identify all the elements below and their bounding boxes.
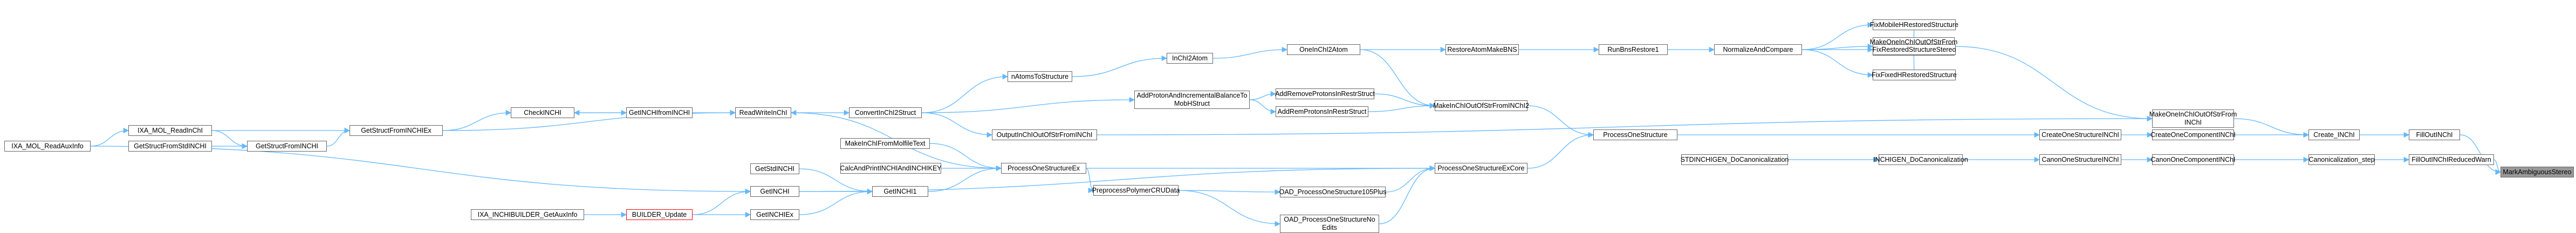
graph-node-markambiguousstereo[interactable]: MarkAmbiguousStereo xyxy=(2500,167,2574,177)
graph-edge xyxy=(1178,190,1281,227)
graph-node-oad_processonestructure105plus[interactable]: OAD_ProcessOneStructure105Plus xyxy=(1279,187,1386,197)
graph-node-makeoneinchioutofstrfrominchi[interactable]: MakeOneInChIOutOfStrFrom INChI xyxy=(2149,109,2237,128)
graph-node-normalizeandcompare[interactable]: NormalizeAndCompare xyxy=(1714,44,1802,55)
graph-node-stdinchigen_docanonicalization[interactable]: STDINCHIGEN_DoCanonicalization xyxy=(1681,154,1789,165)
graph-node-natomstostructure[interactable]: nAtomsToStructure xyxy=(1008,71,1072,82)
graph-node-preprocesspolymercrudata[interactable]: PreprocessPolymerCRUData xyxy=(1092,185,1180,196)
graph-edge xyxy=(1212,46,1288,59)
graph-node-addremoveprotonsinrestrstruct[interactable]: AddRemoveProtonsInRestrStruct xyxy=(1275,88,1375,99)
graph-edge xyxy=(442,109,512,131)
graph-node-filloutinchireducedwarn[interactable]: FillOutINChIReducedWarn xyxy=(2409,154,2494,165)
graph-node-processonestructureex[interactable]: ProcessOneStructureEx xyxy=(1001,163,1086,174)
graph-node-getstructfrominchi[interactable]: GetStructFromINCHI xyxy=(247,141,327,152)
graph-node-getinchifrominchi[interactable]: GetINCHIfromINCHI xyxy=(626,107,693,118)
graph-edge xyxy=(928,165,1002,192)
graph-node-fixfixedhrestoredstructure[interactable]: FixFixedHRestoredStructure xyxy=(1872,70,1957,80)
graph-node-getinchiex[interactable]: GetINCHIEx xyxy=(750,209,799,220)
graph-node-outputinchioutofstrfrominchi[interactable]: OutputInChIOutOfStrFromINChI xyxy=(992,129,1097,140)
graph-node-oneinchi2atom[interactable]: OneInChI2Atom xyxy=(1287,44,1360,55)
graph-node-processonestructure[interactable]: ProcessOneStructure xyxy=(1593,129,1677,140)
graph-node-oad_processonestructurenoedits[interactable]: OAD_ProcessOneStructureNo Edits xyxy=(1280,215,1379,233)
graph-node-createonecomponentinchi[interactable]: CreateOneComponentINChI xyxy=(2150,129,2236,140)
graph-node-fixrestoredstructurestereo[interactable]: FixRestoredStructureStereo xyxy=(1873,44,1956,55)
graph-edge xyxy=(2493,159,2502,175)
graph-edge xyxy=(1801,22,1874,50)
graph-edge xyxy=(1379,165,1436,224)
graph-node-canononecomponentinchi[interactable]: CanonOneComponentINChI xyxy=(2150,154,2236,165)
graph-node-restoreatommakebns[interactable]: RestoreAtomMakeBNS xyxy=(1445,44,1519,55)
graph-node-ixa_mol_readinchi[interactable]: IXA_MOL_ReadInChI xyxy=(128,125,212,136)
graph-edge xyxy=(799,168,873,195)
graph-edge xyxy=(799,188,873,215)
graph-edge xyxy=(90,127,129,147)
graph-node-inchigen_docanonicalization[interactable]: INCHIGEN_DoCanonicalization xyxy=(1873,154,1968,165)
graph-edge xyxy=(1374,93,1436,109)
graph-node-getinchi1[interactable]: GetINCHI1 xyxy=(872,186,928,197)
graph-node-convertinchi2struct[interactable]: ConvertInChI2Struct xyxy=(849,107,922,118)
graph-edge xyxy=(1249,99,1277,115)
graph-node-makeinchioutofstrfrominchi2[interactable]: MakeInChIOutOfStrFromINChI2 xyxy=(1433,100,1529,111)
graph-node-processonestructureexcore[interactable]: ProcessOneStructureExCore xyxy=(1435,163,1527,174)
graph-edge xyxy=(921,73,1009,113)
graph-node-getinchi[interactable]: GetINCHI xyxy=(750,186,799,197)
graph-node-getstructfromstdinchi[interactable]: GetStructFromStdINCHI xyxy=(128,141,212,152)
graph-node-canononestructureinchi[interactable]: CanonOneStructureINChI xyxy=(2039,154,2121,165)
graph-edge xyxy=(326,127,351,147)
graph-edge xyxy=(929,143,1002,172)
graph-node-addprotonandincrementalbalancetomobhstruct[interactable]: AddProtonAndIncrementalBalanceTo MobHStr… xyxy=(1134,91,1250,109)
graph-edge xyxy=(211,130,248,149)
graph-edge xyxy=(1801,49,1874,78)
graph-edge xyxy=(1360,49,1436,109)
graph-node-ixa_inchibuilder_getauxinfo[interactable]: IXA_INCHIBUILDER_GetAuxInfo xyxy=(471,209,584,220)
graph-edge xyxy=(1368,102,1436,112)
graph-node-checkinchi[interactable]: CheckINCHI xyxy=(511,107,574,118)
graph-node-filloutinchi[interactable]: FillOutINChI xyxy=(2409,129,2460,140)
graph-node-getstructfrominchiex[interactable]: GetStructFromINCHIEx xyxy=(350,125,443,136)
graph-edge xyxy=(1178,189,1281,195)
graph-edge xyxy=(921,112,993,138)
graph-edge xyxy=(1097,115,2153,135)
graph-node-ixa_mol_readauxinfo[interactable]: IXA_MOL_ReadAuxInfo xyxy=(4,141,91,152)
graph-node-calcandprintinchiandinchikey[interactable]: CalcAndPrintINCHIAndINCHIKEY xyxy=(840,163,942,174)
graph-node-runbnsrestore1[interactable]: RunBnsRestore1 xyxy=(1599,44,1668,55)
graph-node-readwriteinchi[interactable]: ReadWriteInChI xyxy=(735,107,791,118)
graph-node-inchi2atom[interactable]: InChI2Atom xyxy=(1167,53,1213,64)
graph-node-fixmobilehrestoredstructure[interactable]: FixMobileHRestoredStructure xyxy=(1870,19,1958,30)
graph-node-canonicalization_step[interactable]: Canonicalization_step xyxy=(2308,154,2375,165)
graph-edge xyxy=(2234,118,2310,138)
graph-node-makeinchifrommolfiletext[interactable]: MakeInChIFromMolfileText xyxy=(840,138,930,149)
graph-edge xyxy=(1249,91,1277,100)
graph-node-getstdinchi[interactable]: GetStdINCHI xyxy=(750,163,799,174)
graph-edge xyxy=(1527,105,1594,138)
graph-node-addremprotonsinrestrstruct[interactable]: AddRemProtonsInRestrStruct xyxy=(1276,106,1368,117)
graph-edge xyxy=(1385,165,1436,193)
graph-edge xyxy=(1086,168,1094,194)
graph-edge xyxy=(921,97,1135,113)
graph-edge xyxy=(692,188,751,215)
graph-edge xyxy=(90,146,751,195)
graph-edge xyxy=(1954,46,2153,122)
graph-node-builder_update[interactable]: BUILDER_Update xyxy=(626,209,693,220)
graph-edge xyxy=(1072,55,1168,77)
graph-node-createonestructureinchi[interactable]: CreateOneStructureINChI xyxy=(2039,129,2121,140)
graph-node-create_inchi[interactable]: Create_INChI xyxy=(2308,129,2360,140)
graph-edge xyxy=(2459,134,2502,175)
graph-edge xyxy=(1527,132,1594,169)
graph-edge xyxy=(1801,43,1874,50)
